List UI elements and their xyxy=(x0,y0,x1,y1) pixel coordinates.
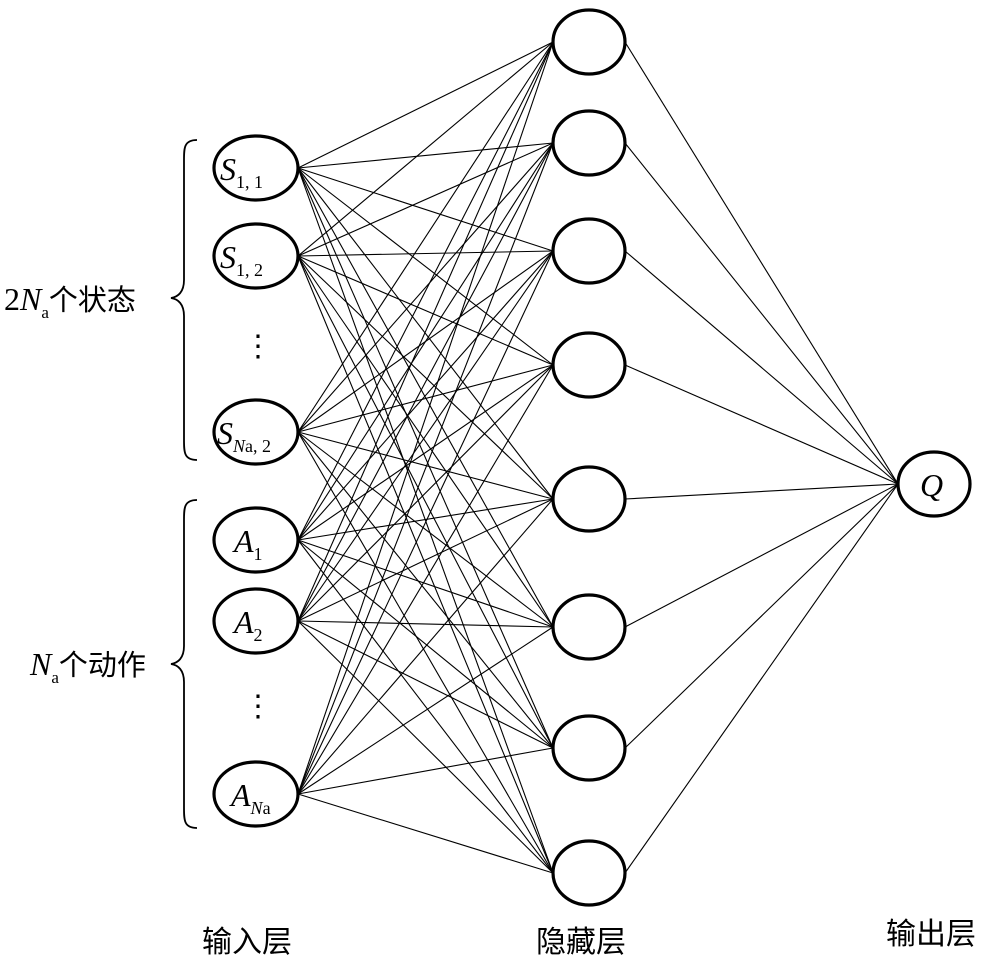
connection-edges xyxy=(297,41,899,874)
input-hidden-edge xyxy=(297,626,554,795)
input-hidden-edge xyxy=(297,41,554,257)
input-hidden-edge xyxy=(297,431,554,500)
input-hidden-edge xyxy=(297,255,554,366)
input-hidden-edge xyxy=(297,539,554,749)
input-hidden-edge xyxy=(297,793,554,874)
input-hidden-edge xyxy=(297,498,554,795)
input-hidden-edge xyxy=(297,498,554,541)
input-hidden-edge xyxy=(297,142,554,795)
hidden-node xyxy=(551,217,627,285)
hidden-output-edge xyxy=(624,483,899,874)
hidden-node xyxy=(551,465,627,533)
input-hidden-edge xyxy=(297,431,554,749)
input-hidden-edge xyxy=(297,364,554,433)
svg-text:S1, 2: S1, 2 xyxy=(220,239,263,280)
input-hidden-edge xyxy=(297,539,554,628)
input-hidden-edge xyxy=(297,431,554,628)
input-hidden-edge xyxy=(297,41,554,433)
input-hidden-edge xyxy=(297,431,554,874)
input-hidden-edge xyxy=(297,167,554,252)
input-hidden-edge xyxy=(297,167,554,749)
svg-text:A2: A2 xyxy=(232,604,263,645)
hidden-output-edge xyxy=(624,364,899,485)
hidden-node xyxy=(551,714,627,782)
hidden-node xyxy=(551,839,627,907)
input-hidden-edge xyxy=(297,620,554,628)
states-ellipsis: ⋮ xyxy=(243,330,273,363)
input-hidden-edge xyxy=(297,167,554,628)
input-hidden-edge xyxy=(297,167,554,366)
input-hidden-edge xyxy=(297,41,554,541)
input-node-ana: ANa xyxy=(212,760,300,828)
input-node-a1: A1 xyxy=(212,506,300,574)
hidden-node xyxy=(551,8,627,76)
hidden-output-edge xyxy=(624,142,899,485)
input-hidden-edge xyxy=(297,255,554,500)
input-hidden-edge xyxy=(297,250,554,795)
input-layer-label: 输入层 xyxy=(202,925,292,960)
hidden-output-edge xyxy=(624,41,899,485)
input-node-s11: S1, 1 xyxy=(212,134,300,202)
input-hidden-edge xyxy=(297,250,554,622)
input-hidden-edge xyxy=(297,41,554,795)
input-hidden-edge xyxy=(297,41,554,169)
input-hidden-edge xyxy=(297,255,554,874)
input-hidden-edge xyxy=(297,539,554,874)
input-hidden-edge xyxy=(297,250,554,541)
input-hidden-edge xyxy=(297,142,554,257)
actions-group-label: Na个动作 xyxy=(29,646,146,687)
input-hidden-edge xyxy=(297,142,554,622)
hidden-output-edge xyxy=(624,483,899,749)
input-hidden-edge xyxy=(297,167,554,874)
hidden-node xyxy=(551,109,627,177)
input-hidden-edge xyxy=(297,41,554,622)
hidden-layer xyxy=(551,8,627,907)
input-hidden-edge xyxy=(297,250,554,257)
input-hidden-edge xyxy=(297,747,554,795)
states-brace xyxy=(170,139,198,461)
hidden-output-edge xyxy=(624,483,899,628)
input-hidden-edge xyxy=(297,142,554,169)
hidden-output-edge xyxy=(624,483,899,500)
input-hidden-edge xyxy=(297,142,554,541)
svg-text:Q: Q xyxy=(920,467,943,503)
svg-text:SNa, 2: SNa, 2 xyxy=(217,415,271,456)
input-hidden-edge xyxy=(297,255,554,749)
input-node-a2: A2 xyxy=(212,587,300,655)
hidden-node xyxy=(551,593,627,661)
hidden-node xyxy=(551,331,627,399)
svg-text:S1, 1: S1, 1 xyxy=(220,151,263,192)
actions-brace xyxy=(170,499,198,829)
hidden-layer-label: 隐藏层 xyxy=(536,925,626,960)
svg-text:ANa: ANa xyxy=(229,777,271,818)
input-hidden-edge xyxy=(297,255,554,628)
input-node-s12: S1, 2 xyxy=(212,222,300,290)
output-layer-label: 输出层 xyxy=(886,917,976,952)
output-node-q: Q xyxy=(896,450,972,518)
input-node-sna2: SNa, 2 xyxy=(212,398,300,466)
input-hidden-edge xyxy=(297,364,554,541)
input-hidden-edge xyxy=(297,620,554,749)
input-hidden-edge xyxy=(297,620,554,874)
input-hidden-edge xyxy=(297,142,554,433)
input-hidden-edge xyxy=(297,167,554,500)
svg-text:A1: A1 xyxy=(232,523,263,564)
hidden-output-edge xyxy=(624,250,899,485)
input-hidden-edge xyxy=(297,364,554,622)
input-hidden-edge xyxy=(297,364,554,795)
states-group-label: 2Na个状态 xyxy=(4,281,136,322)
actions-ellipsis: ⋮ xyxy=(243,690,273,723)
input-hidden-edge xyxy=(297,498,554,622)
